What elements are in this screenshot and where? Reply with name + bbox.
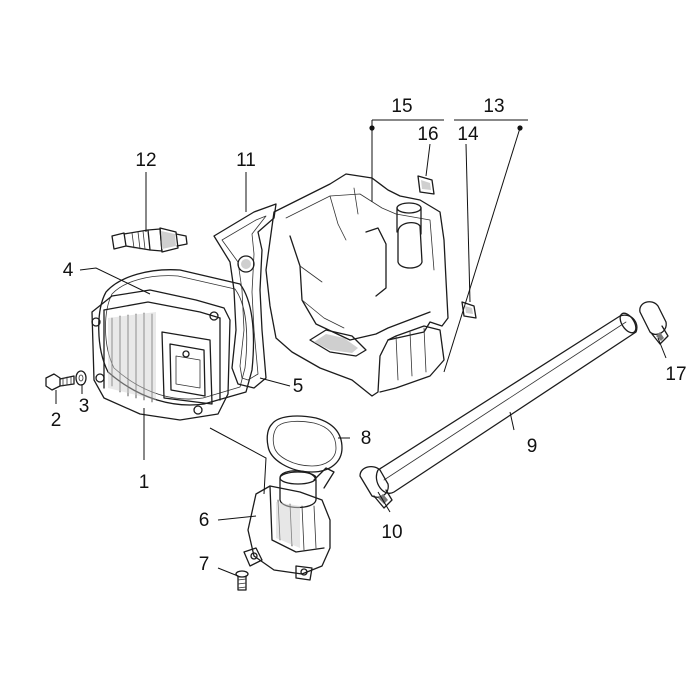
callout-14: 14	[457, 124, 479, 145]
callout-11: 11	[236, 150, 256, 171]
cylinder-head-cover	[91, 289, 231, 421]
callout-10: 10	[381, 522, 402, 543]
filter-gasket-8	[266, 415, 343, 473]
callout-15: 15	[391, 96, 412, 117]
washer-3	[75, 370, 87, 386]
cover-gasket-5	[213, 203, 277, 389]
callout-7: 7	[199, 554, 210, 575]
callout-4: 4	[63, 260, 74, 281]
screw-7	[235, 570, 249, 591]
leader-lines	[55, 119, 667, 577]
callout-6: 6	[199, 510, 210, 531]
callout-12: 12	[135, 150, 156, 171]
cooling-shroud	[265, 173, 449, 397]
hose-clamp-10	[359, 465, 393, 509]
callout-2: 2	[51, 410, 62, 431]
callout-labels: 1 2 3 4 5 6 7 8 9 10 11 12 13 14 15 16 1…	[51, 96, 687, 575]
bolt-2	[45, 373, 75, 391]
callout-5: 5	[293, 376, 304, 397]
callout-1: 1	[139, 472, 150, 493]
hose-clamp-17	[639, 301, 669, 345]
callout-16: 16	[417, 124, 438, 145]
breather-hose-9	[375, 312, 638, 494]
spark-plug	[111, 227, 188, 253]
clip-14	[461, 301, 477, 319]
breather-housing-6	[243, 467, 335, 581]
callout-3: 3	[79, 396, 90, 417]
callout-8: 8	[361, 428, 372, 449]
callout-9: 9	[527, 436, 538, 457]
callout-17: 17	[665, 364, 686, 385]
clip-16	[417, 175, 435, 195]
cover-gasket-outer	[98, 269, 255, 406]
callout-13: 13	[483, 96, 504, 117]
